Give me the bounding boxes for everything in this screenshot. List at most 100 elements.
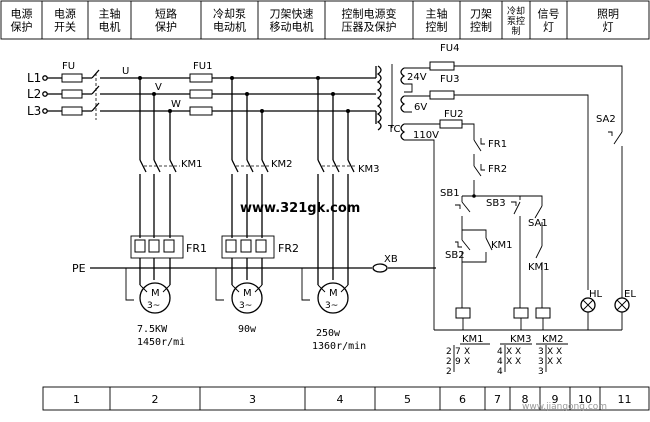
footer-cell: 10 bbox=[578, 393, 592, 406]
footer-cell: 7 bbox=[494, 393, 501, 406]
motor-2-power: 90w bbox=[238, 324, 257, 335]
svg-text:M: M bbox=[329, 288, 338, 299]
fuse-fu4 bbox=[429, 61, 455, 71]
fuse-fu3 bbox=[429, 90, 455, 100]
motor-3-power: 250w bbox=[316, 328, 341, 339]
coil-km3 bbox=[513, 307, 529, 319]
motor-3: M 3~ 250w 1360r/min bbox=[312, 282, 366, 352]
label-fr2: FR2 bbox=[278, 242, 299, 255]
label-tc: TC bbox=[387, 124, 401, 135]
contact-table-cell: 9 bbox=[455, 357, 461, 367]
header-cell: 刀架快速移动电机 bbox=[270, 8, 314, 34]
label-w: W bbox=[171, 99, 181, 110]
label-fu4: FU4 bbox=[440, 43, 459, 54]
footer-cell: 9 bbox=[552, 393, 559, 406]
footer-cell: 6 bbox=[459, 393, 466, 406]
label-km1-aux: KM1 bbox=[528, 262, 550, 273]
contact-table-cell: X bbox=[464, 357, 470, 367]
footer-cell: 8 bbox=[522, 393, 529, 406]
contact-table-cell: 4 bbox=[497, 367, 503, 377]
coil-km1 bbox=[455, 307, 471, 319]
footer-dividers bbox=[109, 387, 601, 410]
label-fu3: FU3 bbox=[440, 74, 459, 85]
contact-table-cell: 2 bbox=[446, 347, 452, 357]
motors: M 3~ 7.5KW 1450r/mi M 3~ 90w M 3~ 250w 1… bbox=[137, 282, 366, 352]
label-110v: 110V bbox=[413, 130, 439, 141]
watermark: www.321gk.com bbox=[240, 201, 360, 216]
label-sb2: SB2 bbox=[445, 250, 465, 261]
header-cell: 短路保护 bbox=[155, 7, 177, 34]
contact-table-cell: X bbox=[556, 347, 562, 357]
corner-watermark: www.jiangong.com bbox=[522, 402, 607, 412]
contact-table-cell: 3 bbox=[538, 357, 544, 367]
fuse-fu-3 bbox=[61, 106, 83, 116]
header-cell: 主轴控制 bbox=[426, 7, 448, 34]
footer-cell: 4 bbox=[337, 393, 344, 406]
label-fu2: FU2 bbox=[444, 109, 463, 120]
xb-terminal bbox=[372, 263, 388, 273]
svg-text:M: M bbox=[151, 288, 160, 299]
contact-table-cell: 3 bbox=[538, 347, 544, 357]
label-pe: PE bbox=[72, 262, 86, 275]
fuse-fu-2 bbox=[61, 89, 83, 99]
fuse-fu-1 bbox=[61, 73, 83, 83]
svg-text:3~: 3~ bbox=[147, 301, 160, 311]
fuse-fu2 bbox=[439, 119, 463, 129]
label-6v: 6V bbox=[414, 102, 427, 113]
thermal-relays: FR1 FR2 bbox=[130, 235, 299, 285]
label-fu: FU bbox=[62, 61, 75, 72]
contact-table-cell: X bbox=[556, 357, 562, 367]
label-fr1: FR1 bbox=[186, 242, 207, 255]
footer-cell: 11 bbox=[618, 393, 632, 406]
footer-cell: 1 bbox=[73, 393, 80, 406]
coil-label-km2: KM2 bbox=[542, 334, 564, 345]
svg-text:3~: 3~ bbox=[325, 301, 338, 311]
label-l2: L2 bbox=[27, 87, 41, 101]
label-sa2: SA2 bbox=[596, 114, 616, 125]
fuse-fu1-2 bbox=[189, 89, 213, 99]
contact-table-cell: X bbox=[547, 357, 553, 367]
label-fr2-contact: FR2 bbox=[488, 164, 507, 175]
svg-text:3~: 3~ bbox=[239, 301, 252, 311]
contact-table-cell: 2 bbox=[446, 357, 452, 367]
header-cell: 信号灯 bbox=[538, 8, 560, 34]
contact-table-cell: X bbox=[515, 347, 521, 357]
label-sb3: SB3 bbox=[486, 198, 506, 209]
control-fuses: FU4 FU3 FU2 bbox=[429, 43, 623, 290]
contact-table-cell: 4 bbox=[497, 357, 503, 367]
header-cell: 冷却泵电动机 bbox=[213, 8, 246, 34]
motor-2: M 3~ 90w bbox=[231, 282, 263, 335]
footer-cell: 3 bbox=[249, 393, 256, 406]
contact-table-cell: 7 bbox=[455, 347, 461, 357]
label-km1-hold: KM1 bbox=[491, 240, 513, 251]
header-cell: 控制电源变压器及保护 bbox=[342, 7, 397, 34]
contact-table-cell: X bbox=[515, 357, 521, 367]
contact-table-cell: 2 bbox=[446, 367, 452, 377]
label-km2-main: KM2 bbox=[271, 159, 293, 170]
contact-table-cell: 4 bbox=[497, 347, 503, 357]
label-sb1: SB1 bbox=[440, 188, 460, 199]
fuse-fu1-3 bbox=[189, 106, 213, 116]
coil-label-km3: KM3 bbox=[510, 334, 532, 345]
label-xb: XB bbox=[384, 254, 398, 265]
control-circuit: FR1 FR2 SB1 SB2 KM1 SB3 SA1 KM1 SA2 bbox=[434, 114, 636, 331]
header-cell: 照明灯 bbox=[597, 8, 619, 34]
header-cell: 冷却泵控制 bbox=[507, 5, 525, 37]
label-u: U bbox=[122, 66, 129, 77]
header-cell: 电源开关 bbox=[54, 7, 76, 34]
control-transformer: 24V 6V 110V TC bbox=[375, 64, 440, 330]
motor-3-speed: 1360r/min bbox=[312, 341, 366, 352]
contact-table-cell: X bbox=[506, 347, 512, 357]
header-cell: 刀架控制 bbox=[470, 8, 492, 34]
label-fr1-contact: FR1 bbox=[488, 139, 507, 150]
label-fu1: FU1 bbox=[193, 61, 212, 72]
label-el: EL bbox=[624, 289, 636, 300]
header-dividers bbox=[41, 1, 568, 39]
fuse-fu1-1 bbox=[189, 73, 213, 83]
